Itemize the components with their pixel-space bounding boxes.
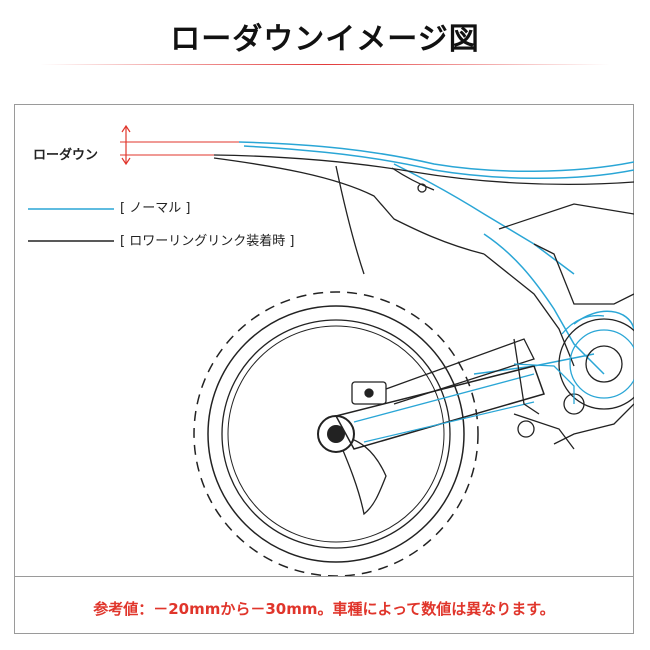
- footnote-divider: [14, 576, 634, 577]
- lowered-outline: [213, 154, 634, 367]
- page-title: ローダウンイメージ図: [170, 22, 480, 57]
- lowdown-dimension-marker: [120, 124, 239, 166]
- shock-linkage: [351, 338, 540, 415]
- normal-outline: [238, 141, 634, 375]
- engine-frame: [513, 243, 634, 450]
- swingarm: [334, 365, 545, 450]
- reference-footnote: 参考値：－20mmから－30mm。車種によって数値は異なります。: [93, 600, 555, 618]
- rear-tire: [193, 291, 479, 576]
- diagram-frame: [14, 104, 634, 634]
- title-underline: [40, 64, 610, 65]
- rear-hub: [317, 415, 387, 516]
- lowdown-label: ローダウン: [33, 148, 99, 163]
- lowdown-diagram: [28, 124, 634, 576]
- legend-lowered-label: [ ロワーリングリンク装着時 ]: [120, 234, 295, 249]
- legend-normal-label: [ ノーマル ]: [120, 201, 191, 216]
